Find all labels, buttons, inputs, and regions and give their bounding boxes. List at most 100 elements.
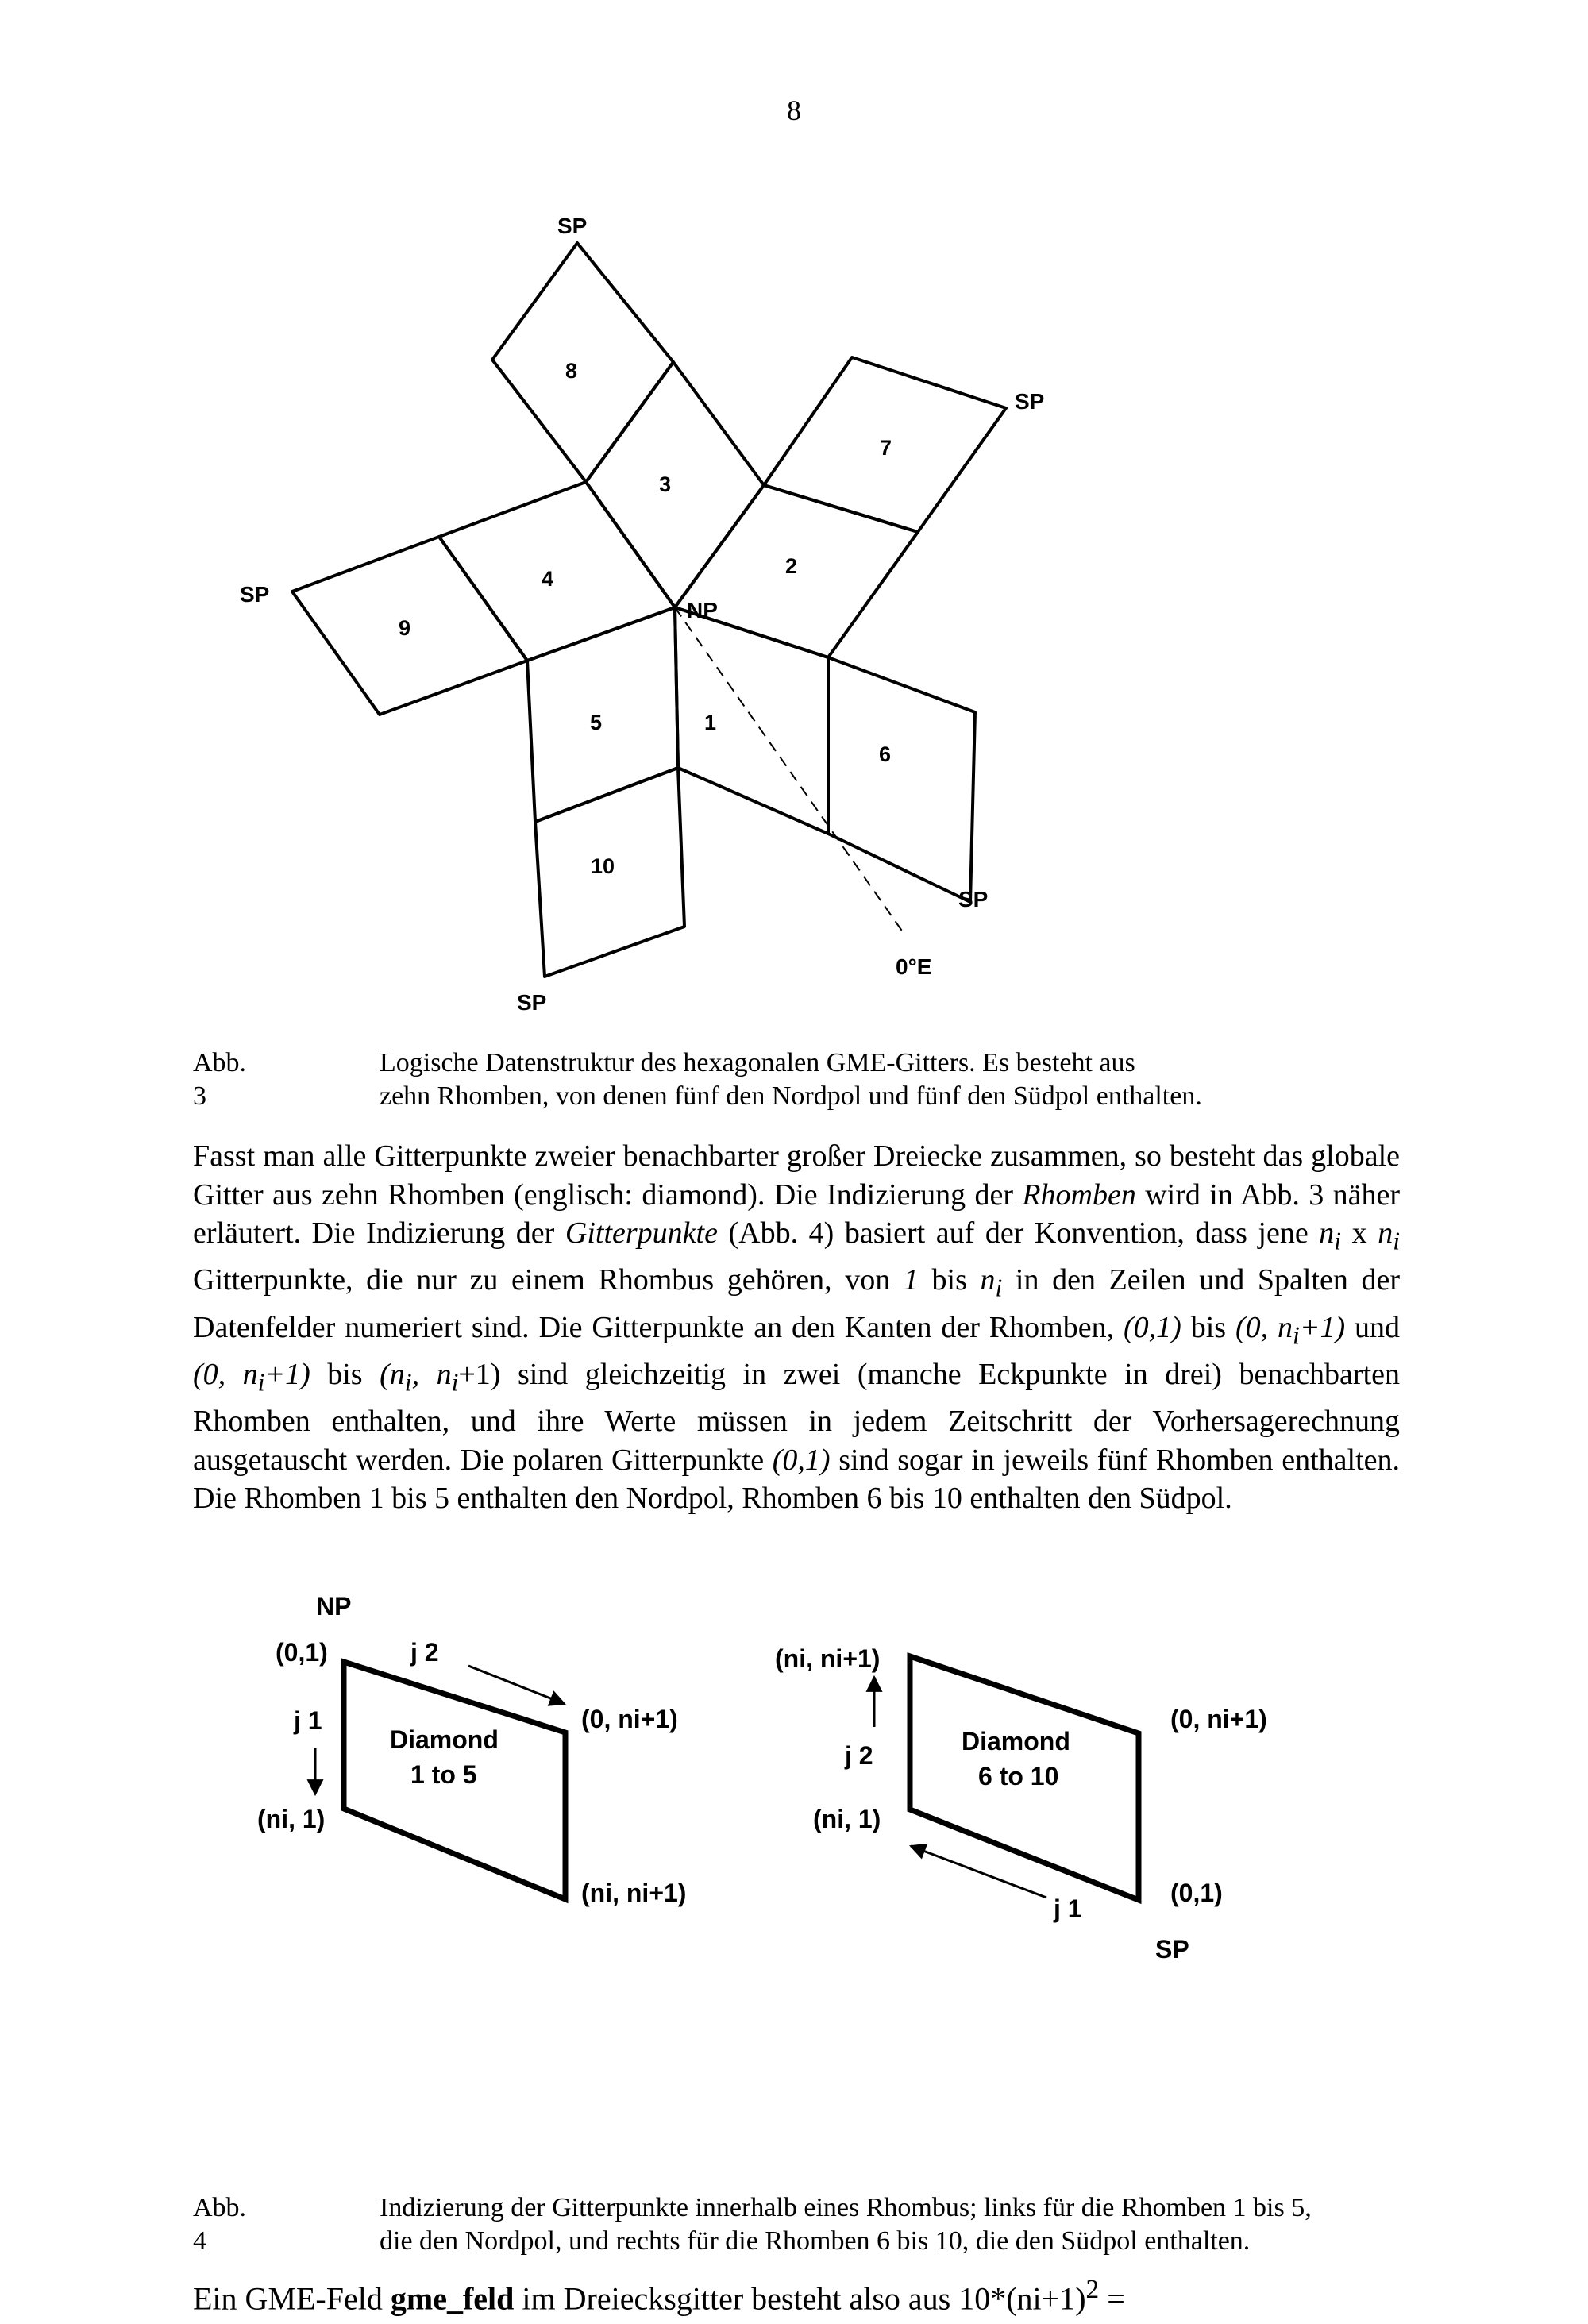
rhombus-label-1: 1 [704,711,716,734]
paragraph-text: sind sogar in jeweils fünf Rhomben entha… [193,1443,1400,1516]
exponent: 2 [1085,2275,1100,2304]
left-j-side-label: j 1 [293,1706,322,1735]
left-right-top-label: (0, ni+1) [581,1705,678,1733]
math-n: n [980,1263,996,1297]
caption-line-1: Indizierung der Gitterpunkte innerhalb e… [380,2193,1312,2222]
math-subscript-i: i [995,1274,1003,1302]
meridian-label: 0°E [896,954,931,979]
j1-arrow-right [909,1843,1047,1899]
rhombus-label-5: 5 [590,711,602,734]
rhombus-label-4: 4 [542,567,553,591]
math-plus-one: +1) [1299,1310,1346,1344]
paragraph-text: (Abb. 4) basiert auf der Konvention, das… [717,1216,1320,1251]
left-pole-label: NP [316,1592,351,1621]
rhombus-label-3: 3 [659,472,671,496]
right-title-line-1: Diamond [962,1727,1070,1756]
rhombus-3 [584,360,765,609]
math-plus-one-upright: +1) [458,1357,501,1391]
math-plus-one: +1) [264,1357,310,1391]
math-point-0n-open: (0, [1235,1310,1278,1344]
rhombus-label-10: 10 [591,854,615,878]
rhombus-4 [437,480,676,662]
rhombus-10 [534,766,686,978]
caption-line-1: Logische Datenstruktur des hexagonalen G… [380,1048,1135,1077]
left-bottom-right-label: (ni, ni+1) [581,1879,686,1907]
rhombus-label-2: 2 [785,554,797,578]
emphasis-gitterpunkte: Gitterpunkte [565,1216,718,1251]
math-n: n [1319,1216,1335,1251]
caption-line-2: die den Nordpol, und rechts für die Rhom… [380,2226,1251,2256]
pole-label-np: NP [687,598,718,622]
right-bottom-left-label: (ni, 1) [813,1805,881,1833]
math-one: 1 [903,1263,919,1297]
variable-name: gme_feld [390,2280,515,2317]
meridian-dashed-line [674,607,906,936]
left-title-line-1: Diamond [390,1725,499,1754]
rhombus-6 [827,656,977,904]
right-j-side-label: j 2 [844,1741,873,1770]
paragraph-text: wird in Abb. 3 näher erläutert. Die Indi… [193,1177,1400,1251]
emphasis-rhomben: Rhomben [1022,1177,1136,1212]
left-title-line-2: 1 to 5 [410,1760,477,1789]
rhombus-label-6: 6 [879,742,891,766]
figure-4-indexing-diagram: NP (0,1) j 2 j 1 (0, ni+1) Diamond 1 to … [257,1592,1267,1964]
rhombus-5 [526,606,680,823]
math-subscript-i: i [451,1368,459,1397]
pole-label-sp-top: SP [557,214,587,238]
rhombus-8 [491,241,675,484]
paragraph-text: und [1345,1310,1401,1344]
paragraph-text: bis [918,1263,981,1297]
paragraph-text: bis [310,1357,380,1391]
paragraph-text: in den Zeilen und Spalten der Datenfelde… [193,1263,1400,1344]
math-point-nn-open: (n [380,1357,405,1391]
rhombus-label-8: 8 [565,359,577,383]
rhombus-label-9: 9 [399,616,410,640]
rhombus-9 [291,535,529,716]
diamond-1-to-5 [341,1658,569,1904]
right-title-line-2: 6 to 10 [978,1762,1058,1790]
math-subscript-i: i [1334,1227,1342,1255]
paragraph-text: bis [1181,1310,1235,1344]
caption-label: Abb. 4 [193,2193,247,2256]
caption-line-2: zehn Rhomben, von denen fünf den Nordpol… [380,1081,1202,1111]
math-subscript-i: i [404,1368,412,1397]
pole-label-sp-left: SP [240,582,269,607]
closing-text: im Dreiecksgitter besteht also aus 10*(n… [514,2280,1086,2317]
right-j-bottom-label: j 1 [1053,1894,1082,1923]
math-subscript-i: i [1393,1227,1401,1255]
caption-label: Abb. 3 [193,1048,247,1111]
math-n: n [242,1357,258,1391]
pole-label-sp-bottom: SP [517,990,546,1015]
rhombus-label-7: 7 [880,436,892,460]
body-paragraph: Fasst man alle Gitterpunkte zweier benac… [193,1137,1400,1518]
closing-sentence: Ein GME-Feld gme_feld im Dreiecksgitter … [193,2271,1125,2318]
math-subscript-i: i [257,1368,265,1397]
right-bottom-right-label: (0,1) [1170,1879,1223,1907]
paragraph-text: Fasst man alle Gitterpunkte zweier benac… [193,1139,1400,1212]
closing-text: Ein GME-Feld [193,2280,391,2317]
paragraph-text: Gitterpunkte, die nur zu einem Rhombus g… [193,1263,904,1297]
diamond-6-to-10 [907,1652,1142,1905]
math-n: n [1378,1216,1393,1251]
page-number: 8 [787,94,801,126]
left-top-left-label: (0,1) [276,1638,328,1667]
math-point-0n-open: (0, [193,1357,243,1391]
j2-arrow-left [468,1664,566,1706]
right-right-top-label: (0, ni+1) [1170,1705,1267,1733]
caption-text: Indizierung der Gitterpunkte innerhalb e… [380,2191,1420,2258]
right-top-left-label: (ni, ni+1) [775,1644,880,1673]
pole-label-sp-lower-right: SP [958,887,988,911]
math-subscript-i: i [1293,1321,1300,1350]
math-n: n [436,1357,452,1391]
caption-text: Logische Datenstruktur des hexagonalen G… [380,1046,1420,1113]
left-bottom-left-label: (ni, 1) [257,1805,325,1833]
paragraph-text: sind gleichzeitig in zwei (manche Eckpun… [193,1357,1400,1477]
right-pole-label: SP [1155,1935,1189,1964]
pole-label-sp-upper-right: SP [1015,389,1044,414]
left-j-top-label: j 2 [410,1638,439,1667]
math-times: x [1341,1216,1378,1251]
closing-text: = [1099,2280,1125,2317]
math-point-01: (0,1) [772,1443,831,1477]
math-n: n [1278,1310,1293,1344]
figure-3-diamond-diagram: 8 3 7 2 4 9 5 1 6 10 SP SP SP NP SP SP 0… [240,214,1044,1015]
